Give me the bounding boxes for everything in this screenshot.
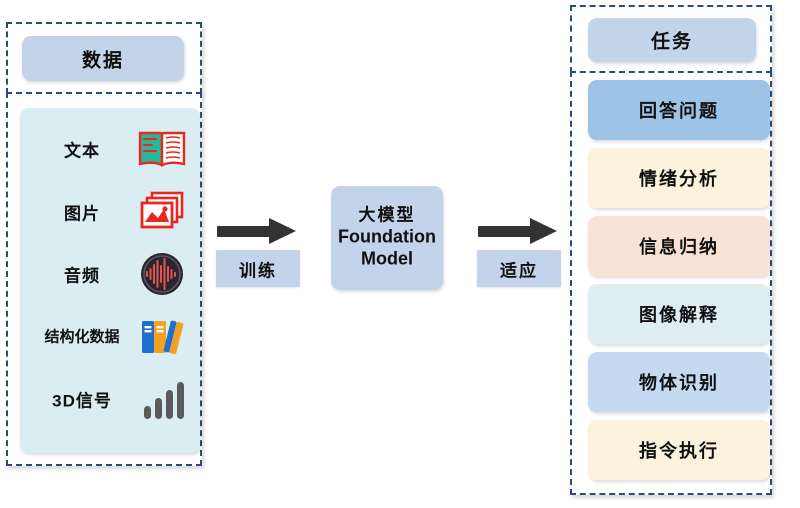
task-item-label: 回答问题 xyxy=(639,101,719,121)
list-item: 3D信号 xyxy=(20,370,200,428)
task-title-label: 任务 xyxy=(650,31,693,53)
data-sources-panel: 文本 xyxy=(20,108,200,453)
foundation-model-cn: 大模型 xyxy=(358,205,416,225)
data-source-label: 音频 xyxy=(64,266,100,286)
task-item-instruction-following: 指令执行 xyxy=(588,420,770,480)
task-item-label: 情绪分析 xyxy=(639,169,719,189)
data-title-label: 数据 xyxy=(81,50,124,71)
adapt-step-label-box: 适应 xyxy=(477,250,561,287)
data-source-label: 结构化数据 xyxy=(44,329,120,346)
foundation-model-text: 大模型 Foundation Model xyxy=(331,206,443,271)
train-step-label-box: 训练 xyxy=(216,250,300,287)
task-item-label: 信息归纳 xyxy=(639,237,719,257)
data-source-label: 3D信号 xyxy=(52,391,112,411)
adapt-arrow-icon xyxy=(478,218,558,244)
data-source-label: 图片 xyxy=(64,204,100,224)
task-item-information-summary: 信息归纳 xyxy=(588,216,770,276)
task-item-label: 物体识别 xyxy=(639,373,719,393)
open-book-icon xyxy=(136,126,188,172)
train-step-label: 训练 xyxy=(239,261,277,280)
bar-signal-icon xyxy=(136,376,188,422)
task-item-label: 指令执行 xyxy=(639,441,719,461)
task-item-answer-question: 回答问题 xyxy=(588,80,770,140)
train-arrow-icon xyxy=(217,218,297,244)
foundation-model-en-line1: Foundation xyxy=(338,226,436,247)
list-item: 结构化数据 xyxy=(20,307,200,365)
task-title-box: 任务 xyxy=(588,18,756,62)
data-source-label: 文本 xyxy=(64,141,100,161)
foundation-model-box: 大模型 Foundation Model xyxy=(331,186,443,290)
task-item-label: 图像解释 xyxy=(639,305,719,325)
photo-stack-icon xyxy=(136,189,188,235)
data-title-box: 数据 xyxy=(22,36,184,81)
audio-waveform-icon xyxy=(136,251,188,297)
list-item: 图片 xyxy=(20,183,200,241)
task-item-object-recognition: 物体识别 xyxy=(588,352,770,412)
task-item-sentiment-analysis: 情绪分析 xyxy=(588,148,770,208)
adapt-step-label: 适应 xyxy=(500,261,538,280)
books-icon xyxy=(136,313,188,359)
list-item: 文本 xyxy=(20,120,200,178)
task-item-image-interpretation: 图像解释 xyxy=(588,284,770,344)
list-item: 音频 xyxy=(20,245,200,303)
foundation-model-en-line2: Model xyxy=(361,248,413,269)
